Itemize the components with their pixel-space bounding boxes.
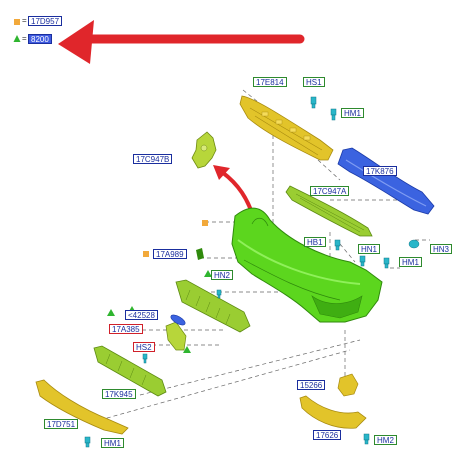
label-HM1-right[interactable]: HM1 (399, 257, 422, 267)
part-17A989-clip[interactable] (196, 248, 204, 260)
label-HS2[interactable]: HS2 (133, 342, 155, 352)
label-17A989[interactable]: 17A989 (153, 249, 187, 259)
label-17K876[interactable]: 17K876 (363, 166, 397, 176)
marker-triangle-icon (204, 270, 212, 277)
clip-HN3-icon (408, 239, 420, 249)
clip-HM1-top-icon (330, 108, 337, 121)
clip-HN2-icon (216, 289, 222, 299)
label-HM2[interactable]: HM2 (374, 435, 397, 445)
clip-HS1-icon (310, 96, 317, 109)
legend-equals: = (22, 16, 27, 25)
part-42528-cap[interactable] (169, 313, 186, 327)
legend-triangle-icon (13, 35, 21, 42)
marker-triangle-icon (183, 346, 191, 353)
part-15266-sensor[interactable] (337, 373, 359, 397)
label-17K945[interactable]: 17K945 (102, 389, 136, 399)
legend-code-8200[interactable]: 8200 (28, 34, 52, 44)
clip-HM1-right-icon (383, 257, 390, 269)
label-HN1[interactable]: HN1 (358, 244, 381, 254)
legend-square-icon (14, 19, 20, 25)
label-17E814[interactable]: 17E814 (253, 77, 287, 87)
part-17626-deflector[interactable] (299, 395, 367, 429)
label-HN2[interactable]: HN2 (211, 270, 234, 280)
clip-HB1-icon (334, 239, 341, 251)
part-17E814-upper-absorber[interactable] (239, 95, 334, 161)
marker-triangle-icon (107, 309, 115, 316)
clip-HM1-bottom-icon (84, 436, 91, 448)
label-15266[interactable]: 15266 (297, 380, 326, 390)
label-17C947A[interactable]: 17C947A (310, 186, 350, 196)
part-17A385-molding[interactable] (165, 321, 187, 351)
part-17D751-spoiler[interactable] (35, 379, 129, 435)
label-17C947B[interactable]: 17C947B (133, 154, 173, 164)
marker-square-icon (202, 220, 208, 226)
fasteners (84, 96, 420, 448)
label-HM1-top[interactable]: HM1 (341, 108, 364, 118)
part-17K876-reinforcement[interactable] (337, 147, 435, 215)
part-lower-grille[interactable] (175, 279, 251, 333)
legend-equals: = (22, 34, 27, 43)
label-HN3[interactable]: HN3 (430, 244, 453, 254)
marker-square-icon (143, 251, 149, 257)
label-17626[interactable]: 17626 (313, 430, 342, 440)
label-42528[interactable]: <42528 (125, 310, 158, 320)
label-HB1[interactable]: HB1 (304, 237, 326, 247)
label-17D751[interactable]: 17D751 (44, 419, 79, 429)
part-bumper-cover[interactable] (231, 207, 383, 323)
clip-HS2-icon (142, 353, 148, 364)
clip-HM2-icon (363, 433, 370, 445)
label-HM1-bottom[interactable]: HM1 (101, 438, 124, 448)
legend-code-17D957[interactable]: 17D957 (28, 16, 63, 26)
part-17C947A-grille-insert[interactable] (285, 185, 373, 237)
label-17A385[interactable]: 17A385 (109, 324, 143, 334)
part-17C947B-bracket[interactable] (191, 131, 217, 169)
clip-HN1-icon (359, 255, 366, 267)
highlight-arrow (58, 20, 305, 64)
part-17K945-lower-grille[interactable] (93, 345, 167, 397)
label-HS1[interactable]: HS1 (303, 77, 325, 87)
